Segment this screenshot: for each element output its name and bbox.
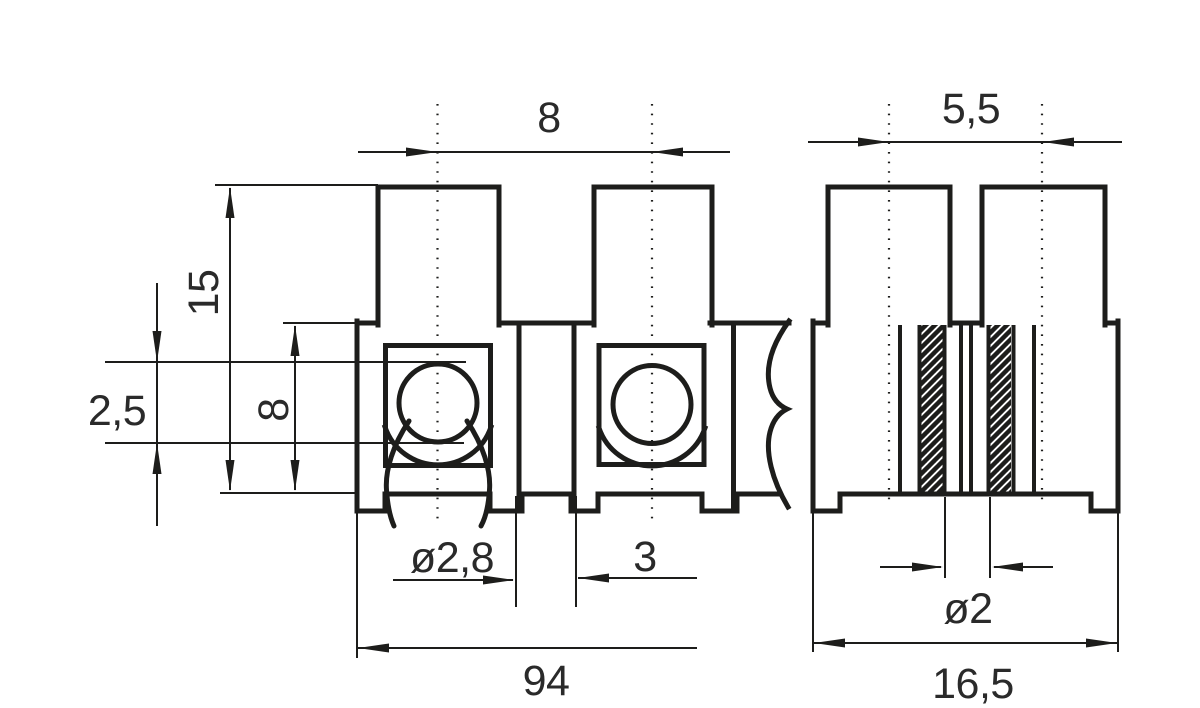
hatched-tube-wall-1: [921, 325, 943, 492]
arrow-front-pitch-right: [652, 147, 683, 157]
hatched-tube-wall-2: [989, 325, 1011, 492]
arrow-clamp-opening-bottom: [152, 443, 162, 474]
arrow-hole-diameter-right: [992, 562, 1023, 572]
dimension-hole-diameter: ø2: [880, 562, 1053, 633]
dim-front-pitch-label: 8: [537, 94, 560, 142]
arrow-side-pitch-right: [1043, 137, 1074, 147]
side-tube-wall-borders: [917, 325, 1016, 492]
dim-wire-diameter-label: ø2,8: [410, 534, 494, 582]
arrow-body-height-top: [290, 325, 300, 356]
front-screw-tower-2: [591, 184, 715, 328]
dimension-front-pitch: 8: [358, 94, 730, 157]
front-screw-hole-2: [610, 363, 694, 446]
side-view: [810, 184, 1121, 514]
dim-clamp-opening-label: 2,5: [88, 387, 146, 435]
dimension-wire-diameter: ø2,8: [393, 534, 514, 585]
arrow-overall-length: [358, 643, 389, 653]
dim-overall-height-label: 15: [180, 270, 228, 317]
arrow-section-gap: [578, 573, 609, 583]
dimension-overall-depth: 16,5: [814, 638, 1117, 708]
side-screw-tower-1: [825, 184, 953, 328]
dim-overall-depth-label: 16,5: [932, 660, 1014, 708]
front-view: [354, 184, 793, 529]
arrow-wire-diameter: [483, 575, 514, 585]
arrow-hole-diameter-left: [912, 562, 943, 572]
dimension-overall-length: 94: [358, 643, 697, 705]
arrow-overall-depth-right: [1086, 638, 1117, 648]
arrow-side-pitch-left: [858, 137, 889, 147]
front-section-dividers: [516, 320, 736, 514]
side-inner-walls: [898, 325, 1036, 492]
dim-hole-diameter-label: ø2: [943, 585, 992, 633]
arrow-clamp-opening-top: [152, 331, 162, 362]
wire-strand-left: [383, 418, 412, 529]
arrow-overall-depth-left: [814, 638, 845, 648]
arrow-overall-height-top: [225, 187, 235, 218]
arrow-front-pitch-left: [406, 147, 438, 157]
extension-lines: [105, 184, 1119, 658]
arrow-overall-height-bottom: [225, 460, 235, 491]
side-screw-tower-2: [979, 184, 1108, 328]
front-cavity-bottom-arc-2: [595, 424, 709, 469]
arrow-body-height-bottom: [290, 460, 300, 491]
dim-overall-length-label: 94: [523, 657, 570, 705]
front-screw-tower-1: [375, 184, 502, 328]
dim-side-pitch-label: 5,5: [942, 85, 1000, 133]
dimension-overall-height: 15: [180, 187, 235, 491]
side-body-outline: [810, 318, 1121, 514]
front-body-bottom-with-feet: [354, 491, 782, 514]
dim-section-gap-label: 3: [633, 533, 656, 581]
dimension-clamp-opening: 2,5: [88, 283, 162, 526]
dimension-body-height: 8: [250, 325, 300, 491]
break-line: [765, 317, 793, 511]
dim-body-height-label: 8: [250, 398, 298, 421]
dimension-section-gap: 3: [578, 533, 697, 583]
dimension-side-pitch: 5,5: [808, 85, 1122, 147]
wire-strand-right: [464, 418, 493, 529]
